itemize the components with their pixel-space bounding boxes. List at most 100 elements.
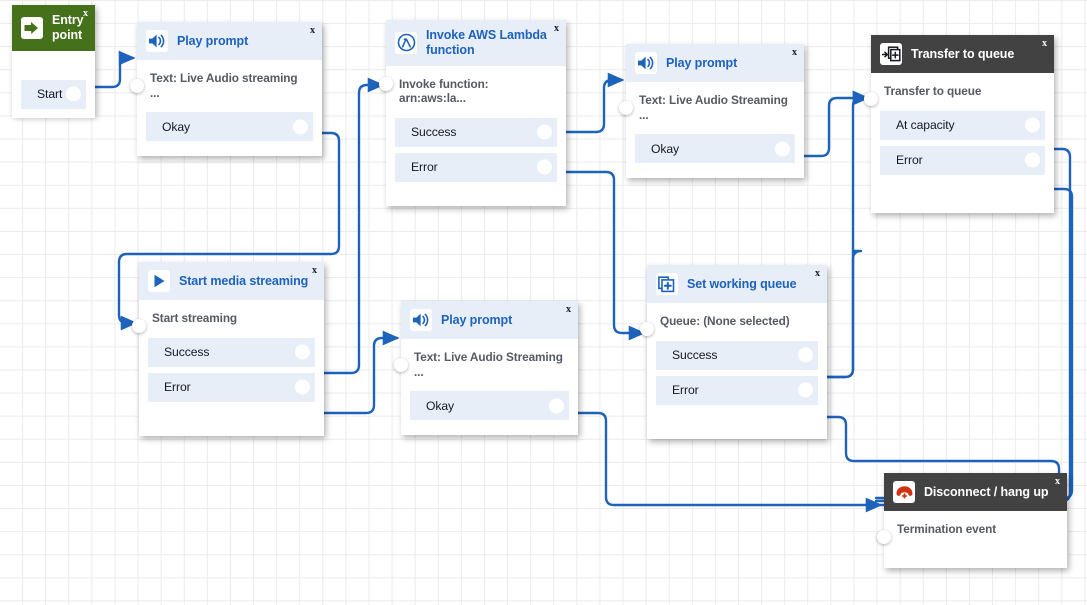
node-header: Play prompt x — [137, 22, 322, 60]
speaker-icon — [410, 309, 432, 331]
port-connector-dot[interactable] — [537, 124, 552, 140]
node-header: Set working queue x — [647, 265, 827, 303]
node-body-text: Text: Live Audio Streaming ... — [401, 339, 578, 392]
close-icon[interactable]: x — [310, 25, 315, 36]
wire-entry-to-playprompt1 — [93, 50, 136, 89]
close-icon[interactable]: x — [1055, 476, 1060, 487]
port-connector-dot[interactable] — [798, 347, 813, 363]
close-icon[interactable]: x — [1042, 38, 1047, 49]
node-title: Play prompt — [177, 33, 249, 48]
wire-startmedia-success-to-lambda — [322, 77, 385, 375]
port-connector-dot[interactable] — [1025, 117, 1040, 133]
port-error[interactable]: Error — [395, 152, 557, 182]
port-label: At capacity — [896, 118, 955, 133]
speaker-icon — [635, 52, 657, 74]
node-input-port[interactable] — [864, 92, 878, 106]
port-connector-dot[interactable] — [66, 86, 81, 102]
port-connector-dot[interactable] — [293, 119, 308, 135]
node-input-port[interactable] — [379, 77, 393, 91]
wire-setqueue-success-riser — [825, 90, 870, 379]
wire-startmedia-error-to-playprompt3 — [322, 330, 400, 415]
node-title: Start media streaming — [179, 273, 309, 288]
close-icon[interactable]: x — [554, 23, 559, 34]
port-label: Success — [164, 345, 210, 360]
node-body-text: Start streaming — [139, 300, 324, 338]
close-icon[interactable]: x — [566, 304, 571, 315]
port-label: Okay — [426, 398, 455, 413]
node-input-port[interactable] — [640, 322, 654, 336]
node-title: Play prompt — [666, 55, 738, 70]
node-title: Invoke AWS Lambda function — [426, 28, 547, 57]
node-body-text: Invoke function: arn:aws:la... — [386, 65, 566, 118]
port-connector-dot[interactable] — [295, 379, 310, 395]
close-icon[interactable]: x — [815, 268, 820, 279]
port-error[interactable]: Error — [148, 372, 315, 402]
node-input-port[interactable] — [877, 530, 891, 544]
port-start[interactable]: Start — [21, 79, 86, 109]
node-body-text: Transfer to queue — [871, 73, 1054, 111]
node-header: Play prompt x — [626, 44, 804, 82]
port-error[interactable]: Error — [656, 375, 818, 405]
lambda-icon — [395, 31, 417, 54]
play-triangle-icon — [148, 270, 170, 292]
port-success[interactable]: Success — [656, 340, 818, 370]
node-header: Play prompt x — [401, 301, 578, 339]
node-input-port[interactable] — [132, 319, 146, 333]
node-body-text: Text: Live Audio Streaming ... — [626, 82, 804, 135]
port-label: Error — [164, 380, 191, 395]
port-connector-dot[interactable] — [798, 382, 813, 398]
wire-lambda-success-to-playprompt2 — [564, 72, 625, 134]
port-connector-dot[interactable] — [775, 141, 790, 157]
port-success[interactable]: Success — [395, 117, 557, 147]
node-body-text: Termination event — [884, 511, 1067, 549]
node-ports: Okay — [401, 391, 578, 430]
port-success[interactable]: Success — [148, 337, 315, 367]
node-title: Entry point — [52, 13, 84, 42]
port-okay[interactable]: Okay — [410, 391, 569, 421]
node-input-port[interactable] — [130, 79, 144, 93]
port-connector-dot[interactable] — [549, 398, 564, 414]
node-body-text — [12, 50, 95, 80]
close-icon[interactable]: x — [792, 47, 797, 58]
close-icon[interactable]: x — [83, 8, 88, 19]
port-label: Start — [37, 87, 63, 101]
port-connector-dot[interactable] — [295, 344, 310, 360]
wire-setqueue-success-to-transferqueue — [825, 249, 863, 379]
port-label: Error — [411, 160, 438, 175]
node-body-text: Queue: (None selected) — [647, 303, 827, 341]
port-label: Okay — [651, 141, 680, 156]
port-label: Success — [411, 125, 457, 140]
node-input-port[interactable] — [394, 358, 408, 372]
transfer-queue-icon — [880, 43, 902, 65]
speaker-icon — [146, 30, 168, 52]
node-title: Set working queue — [687, 276, 797, 291]
node-title: Transfer to queue — [911, 46, 1015, 61]
node-title: Play prompt — [441, 312, 513, 327]
node-ports: Okay — [137, 112, 322, 151]
node-header: Transfer to queue x — [871, 35, 1054, 73]
port-connector-dot[interactable] — [1025, 152, 1040, 168]
port-at-capacity[interactable]: At capacity — [880, 110, 1045, 140]
hangup-phone-icon — [893, 481, 915, 503]
port-okay[interactable]: Okay — [635, 134, 795, 164]
node-input-port[interactable] — [619, 101, 633, 115]
close-icon[interactable]: x — [312, 265, 317, 276]
port-error[interactable]: Error — [880, 145, 1045, 175]
port-label: Success — [672, 348, 718, 363]
port-okay[interactable]: Okay — [146, 112, 313, 142]
wire-playprompt2-to-transferqueue — [802, 90, 870, 158]
port-connector-dot[interactable] — [537, 159, 552, 175]
